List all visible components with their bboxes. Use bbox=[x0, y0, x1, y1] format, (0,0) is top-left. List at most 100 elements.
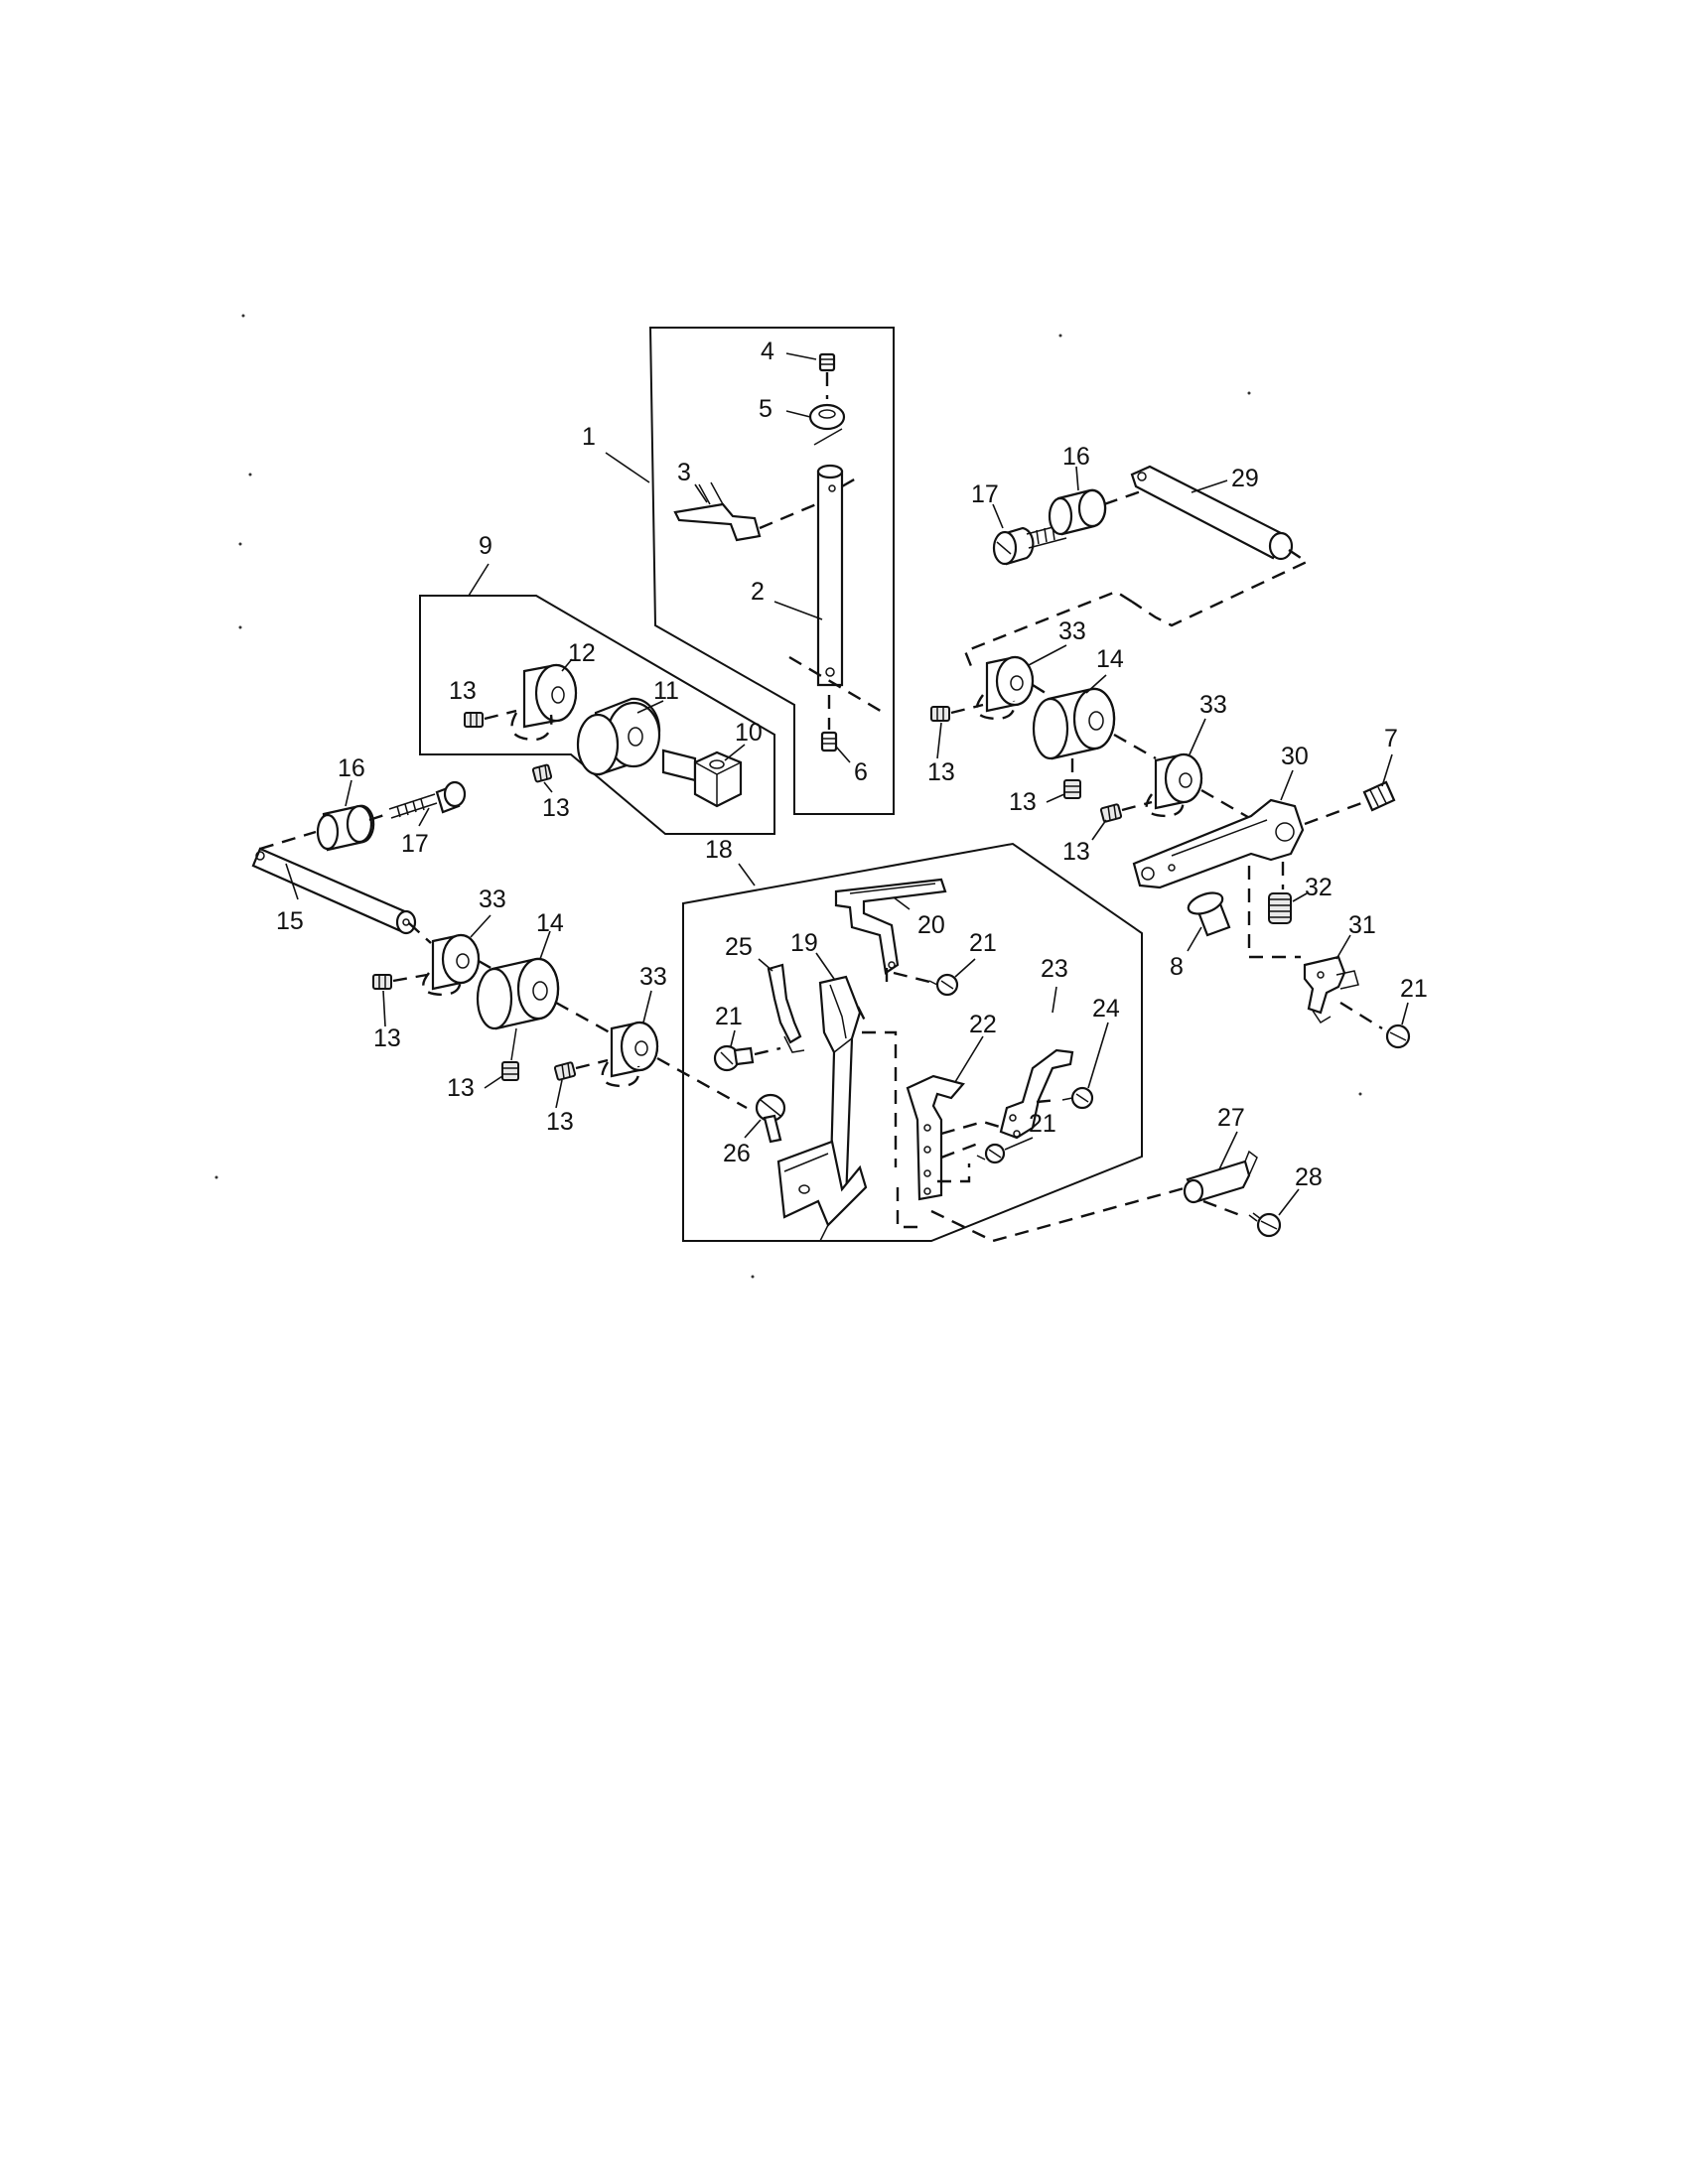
part-13-screw-f bbox=[930, 706, 950, 722]
part-33-collar-b bbox=[610, 1021, 659, 1078]
callout-25: 25 bbox=[725, 933, 753, 961]
group-frame-9 bbox=[419, 595, 775, 835]
part-21-screw-a bbox=[928, 973, 959, 997]
callout-5: 5 bbox=[759, 395, 772, 423]
callout-27: 27 bbox=[1217, 1104, 1245, 1132]
callout-13f: 13 bbox=[927, 758, 955, 786]
part-17-screw-left bbox=[388, 780, 467, 819]
callout-21b: 21 bbox=[715, 1003, 743, 1030]
part-3-bracket bbox=[673, 481, 762, 542]
callout-12: 12 bbox=[568, 639, 596, 667]
callout-21c: 21 bbox=[1029, 1110, 1056, 1138]
part-2-shaft bbox=[816, 464, 844, 687]
part-33-collar-d bbox=[1154, 752, 1203, 810]
part-13-screw-d bbox=[501, 1061, 519, 1081]
part-23-arm bbox=[999, 1048, 1074, 1140]
part-20-bracket bbox=[834, 878, 947, 975]
callout-13c: 13 bbox=[373, 1024, 401, 1052]
part-28-screw bbox=[1248, 1212, 1282, 1238]
part-16-bushing-right bbox=[1048, 488, 1107, 536]
part-7-screw bbox=[1362, 780, 1396, 812]
part-13-screw-e bbox=[553, 1061, 577, 1081]
callout-7: 7 bbox=[1384, 725, 1398, 752]
scan-specks bbox=[214, 314, 1362, 1279]
group-frame-18 bbox=[682, 842, 1143, 1242]
part-30-lever bbox=[1132, 798, 1305, 889]
callout-31: 31 bbox=[1348, 911, 1376, 939]
part-13-screw-a bbox=[464, 712, 484, 728]
callout-21d: 21 bbox=[1400, 975, 1428, 1003]
part-29-shaft bbox=[1130, 465, 1294, 561]
callout-30: 30 bbox=[1281, 743, 1309, 770]
callout-16b: 16 bbox=[1062, 443, 1090, 471]
callout-10: 10 bbox=[735, 719, 763, 747]
part-13-screw-b bbox=[531, 763, 553, 783]
callout-24: 24 bbox=[1092, 995, 1120, 1023]
callout-3: 3 bbox=[677, 459, 691, 486]
callout-8: 8 bbox=[1170, 953, 1184, 981]
callout-17a: 17 bbox=[401, 830, 429, 858]
callout-33a: 33 bbox=[479, 886, 506, 913]
callout-13g: 13 bbox=[1009, 788, 1037, 816]
callout-16a: 16 bbox=[338, 754, 365, 782]
callout-28: 28 bbox=[1295, 1163, 1323, 1191]
part-32-spring bbox=[1268, 892, 1292, 924]
callout-18: 18 bbox=[705, 836, 733, 864]
callout-32: 32 bbox=[1305, 874, 1333, 901]
callout-1: 1 bbox=[582, 423, 596, 451]
part-6-screw bbox=[820, 731, 838, 752]
part-presser-foot bbox=[776, 1140, 868, 1242]
part-10-block bbox=[661, 749, 743, 808]
callout-15: 15 bbox=[276, 907, 304, 935]
group-frame-1 bbox=[648, 327, 895, 815]
callout-14b: 14 bbox=[1096, 645, 1124, 673]
callout-23: 23 bbox=[1041, 955, 1068, 983]
callout-14a: 14 bbox=[536, 909, 564, 937]
callout-4: 4 bbox=[761, 338, 774, 365]
callout-22: 22 bbox=[969, 1011, 997, 1038]
part-21-screw-b bbox=[713, 1044, 755, 1072]
callout-33b: 33 bbox=[639, 963, 667, 991]
callout-13a: 13 bbox=[449, 677, 477, 705]
callout-13h: 13 bbox=[1062, 838, 1090, 866]
part-26-screw bbox=[755, 1093, 786, 1144]
part-12-collar bbox=[522, 663, 578, 729]
part-14-bushing-right bbox=[1032, 687, 1116, 760]
part-16-bushing-left bbox=[316, 804, 375, 852]
callout-29: 29 bbox=[1231, 465, 1259, 492]
part-8-pin bbox=[1187, 891, 1231, 937]
callout-2: 2 bbox=[751, 578, 765, 606]
part-22-plate bbox=[906, 1074, 965, 1201]
part-15-shaft bbox=[251, 847, 417, 935]
part-25-clip bbox=[767, 963, 805, 1053]
callout-33c: 33 bbox=[1058, 617, 1086, 645]
part-14-bushing-left bbox=[476, 957, 560, 1030]
group-9-assembly bbox=[464, 663, 743, 808]
part-13-screw-g bbox=[1063, 779, 1081, 799]
part-13-screw-c bbox=[372, 974, 392, 990]
part-11-cam bbox=[576, 697, 661, 776]
part-21-screw-d bbox=[1385, 1024, 1411, 1049]
part-13-screw-h bbox=[1099, 803, 1123, 823]
callout-13b: 13 bbox=[542, 794, 570, 822]
group-18-assembly bbox=[713, 878, 1094, 1242]
part-27-link bbox=[1183, 1150, 1258, 1204]
part-24-screw bbox=[1061, 1086, 1094, 1110]
callout-13e: 13 bbox=[546, 1108, 574, 1136]
callout-11: 11 bbox=[653, 677, 679, 705]
part-33-collar-c bbox=[985, 655, 1035, 713]
callout-26: 26 bbox=[723, 1140, 751, 1167]
callout-19: 19 bbox=[790, 929, 818, 957]
part-31-clamp bbox=[1303, 955, 1359, 1024]
part-21-screw-c bbox=[976, 1143, 1006, 1164]
callout-33d: 33 bbox=[1199, 691, 1227, 719]
part-4-screw bbox=[818, 352, 836, 372]
callout-6: 6 bbox=[854, 758, 868, 786]
part-33-collar-a bbox=[431, 933, 481, 991]
callout-21a: 21 bbox=[969, 929, 997, 957]
callout-9: 9 bbox=[479, 532, 492, 560]
callout-20: 20 bbox=[917, 911, 945, 939]
callout-17b: 17 bbox=[971, 480, 999, 508]
part-5-collar bbox=[808, 403, 846, 446]
